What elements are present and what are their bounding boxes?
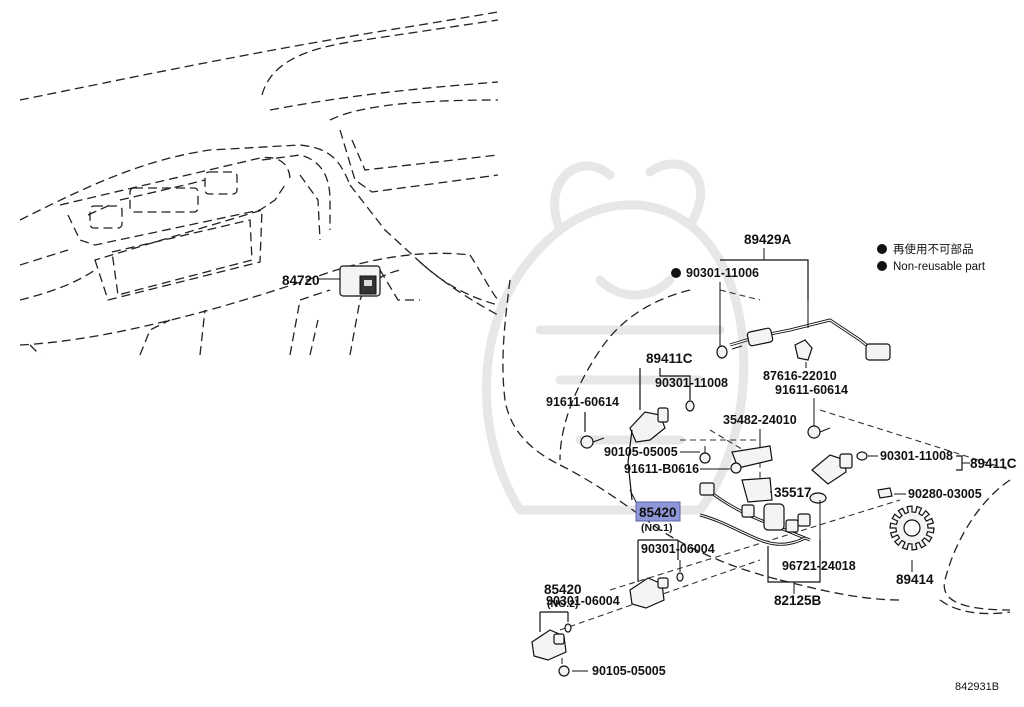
legend-english: Non-reusable part	[893, 261, 986, 273]
clip-90280-03005	[877, 487, 893, 499]
bracket-85420-no1	[637, 539, 679, 582]
sensor-89411C-right	[811, 451, 868, 485]
figure-id: 842931B	[955, 681, 999, 693]
part-number-91611-60614-left[interactable]: 91611-60614	[546, 395, 619, 409]
part-number-90301-11008-right[interactable]: 90301-11008	[880, 449, 953, 463]
part-number-90301-11006[interactable]: 90301-11006	[686, 266, 759, 280]
bracket-85420-no2	[539, 611, 569, 632]
bracket-35517	[741, 477, 773, 503]
part-number-89411C-left[interactable]: 89411C	[646, 351, 693, 366]
part-number-89411C-right[interactable]: 89411C	[970, 456, 1017, 471]
part-number-35482-24010[interactable]: 35482-24010	[723, 413, 797, 427]
non-reusable-dot-90301-11006	[671, 268, 681, 278]
highlight-85420-no1	[635, 501, 681, 522]
oring-90301-06004-b	[564, 623, 572, 633]
part-number-90105-05005-top[interactable]: 90105-05005	[604, 445, 678, 459]
part-number-91611-B0616[interactable]: 91611-B0616	[624, 462, 699, 476]
watermark-emblem	[481, 159, 749, 515]
note-85420-no2: (NO.2)	[547, 598, 579, 610]
part-number-96721-24018[interactable]: 96721-24018	[782, 559, 856, 573]
leader-85420-no1-wire	[629, 489, 637, 503]
part-number-90301-06004-b[interactable]: 90301-06004	[546, 594, 620, 608]
bolt-90105-05005-top	[699, 446, 711, 464]
note-85420-no1: (NO.1)	[641, 522, 673, 534]
instrument-panel-sketch	[19, 11, 499, 356]
part-number-90105-05005-bottom[interactable]: 90105-05005	[592, 664, 666, 678]
bolt-90105-05005-bottom	[558, 665, 570, 677]
gear-89414	[889, 505, 935, 551]
part-number-35517[interactable]: 35517	[774, 485, 812, 500]
part-number-85420-no2[interactable]: 85420	[544, 582, 582, 597]
part-number-85420-no1[interactable]: 85420	[639, 505, 677, 520]
bolt-91611-60614-right	[807, 425, 831, 439]
legend	[877, 244, 887, 271]
part-number-89414[interactable]: 89414	[896, 572, 934, 587]
bolt-91611-B0616	[730, 462, 742, 474]
bolt-91611-60614-left	[580, 435, 605, 449]
bracket-89411C-right	[956, 455, 963, 471]
gear-hub	[903, 519, 921, 537]
part-number-90280-03005[interactable]: 90280-03005	[908, 487, 982, 501]
part-number-91611-60614-right[interactable]: 91611-60614	[775, 383, 848, 397]
legend-japanese: 再使用不可部品	[893, 242, 974, 256]
part-number-82125B[interactable]: 82125B	[774, 593, 822, 608]
wire-harness-82125B	[699, 482, 827, 546]
bracket-90301-11008-left	[659, 368, 691, 400]
part-number-90301-11008-left[interactable]: 90301-11008	[655, 376, 728, 390]
part-number-84720[interactable]: 84720	[282, 273, 320, 288]
sensor-85420-no2	[531, 629, 567, 661]
sensor-89411C-left	[627, 407, 669, 501]
part-number-90301-06004-a[interactable]: 90301-06004	[641, 542, 715, 556]
switch-84720	[318, 265, 381, 297]
sensor-85420-no1	[629, 577, 669, 609]
oring-90301-11008-left	[685, 400, 695, 412]
part-number-87616-22010[interactable]: 87616-22010	[763, 369, 837, 383]
sensor-89429A	[716, 248, 891, 361]
part-number-89429A[interactable]: 89429A	[744, 232, 792, 247]
oring-90301-06004-a	[676, 572, 684, 582]
